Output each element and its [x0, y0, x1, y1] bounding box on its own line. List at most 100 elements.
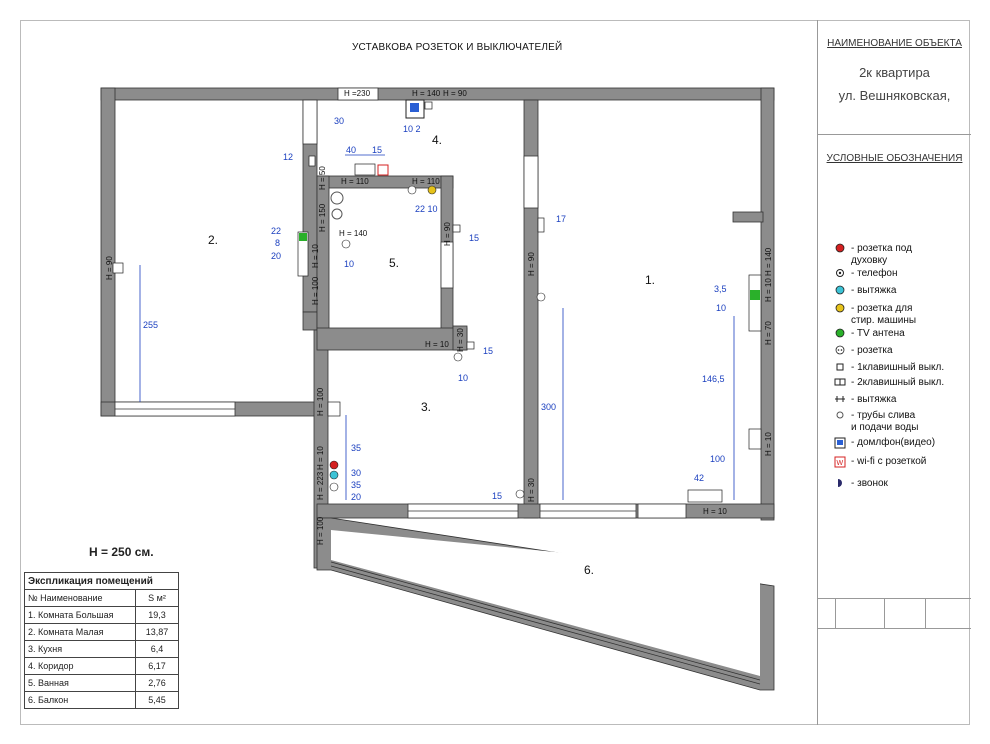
dim-label: 146,5 — [702, 374, 725, 384]
divider — [818, 134, 971, 135]
dim-label: 30 — [334, 116, 344, 126]
door-opening — [523, 155, 539, 209]
dim-label: 17 — [556, 214, 566, 224]
height-label: H =230 — [344, 89, 371, 98]
height-label: H = 30 — [456, 328, 465, 352]
height-label: H = 110 — [412, 177, 440, 186]
legend-item: - звонок — [833, 478, 888, 492]
bell-icon — [833, 478, 847, 492]
hood-duct-icon — [833, 394, 847, 408]
socket-icon — [833, 345, 847, 359]
dim-label: 12 — [283, 152, 293, 162]
dim-label: 22 10 — [415, 204, 438, 214]
legend-header: УСЛОВНЫЕ ОБОЗНАЧЕНИЯ — [826, 153, 963, 164]
oven-socket-icon — [833, 243, 847, 257]
divider — [818, 598, 971, 599]
height-label: H = 90 — [443, 89, 467, 98]
height-label: H = 100 — [316, 387, 325, 416]
height-label: H = 10 H = 140 — [764, 247, 773, 302]
room-label-2: 2. — [208, 233, 219, 247]
table-title: Экспликация помещений — [24, 572, 179, 590]
balcony-floor — [331, 530, 760, 676]
wifi-icon: W — [833, 456, 847, 472]
table-header: S м² — [135, 589, 179, 607]
height-label: H = 10 — [425, 340, 449, 349]
dim-label: 22 — [271, 226, 281, 236]
dim-label: 15 — [469, 233, 479, 243]
washer-socket-icon — [833, 303, 847, 317]
height-label: H = 10 — [703, 507, 727, 516]
switch-1-icon — [833, 362, 847, 376]
table-header: № Наименование — [24, 589, 136, 607]
legend-item: - розетка для стир. машины — [833, 303, 916, 327]
room-label-1: 1. — [645, 273, 656, 287]
dim-label: 10 — [716, 303, 726, 313]
legend-item: - 1клавишный выкл. — [833, 362, 944, 376]
drawing-frame — [20, 20, 970, 725]
dimension-lines — [139, 154, 735, 500]
divider — [818, 628, 971, 629]
legend-item: - трубы слива и подачи воды — [833, 410, 918, 434]
dim-label: 15 — [492, 491, 502, 501]
height-label: H = 90 — [527, 252, 536, 276]
dim-label: 15 — [483, 346, 493, 356]
sheet-title: УСТАВКОВА РОЗЕТОК И ВЫКЛЮЧАТЕЛЕЙ — [352, 42, 563, 53]
switch-2-icon — [833, 377, 847, 391]
door-opening — [440, 241, 454, 289]
door-opening — [302, 99, 318, 145]
balcony-rail — [330, 561, 761, 681]
height-label: H = 100 — [311, 276, 320, 305]
dim-label: 35 — [351, 480, 361, 490]
object-header: НАИМЕНОВАНИЕ ОБЪЕКТА — [827, 38, 962, 49]
dim-label: 300 — [541, 402, 556, 412]
door-opening — [337, 87, 379, 101]
title-block: НАИМЕНОВАНИЕ ОБЪЕКТА 2к квартира ул. Веш… — [817, 20, 971, 725]
grid-line — [835, 598, 836, 628]
explication-table: Экспликация помещений № Наименование S м… — [24, 572, 179, 709]
phone-icon — [833, 268, 847, 282]
height-label: H = 110 — [341, 177, 369, 186]
dim-label: 8 — [275, 238, 280, 248]
dim-label: 30 — [351, 468, 361, 478]
pipe-icon — [833, 410, 847, 424]
intercom-icon — [833, 437, 847, 453]
height-label: H = 140 — [339, 229, 368, 238]
wall — [100, 87, 116, 417]
height-label: H = 70 — [764, 321, 773, 345]
dim-label: 15 — [372, 145, 382, 155]
height-label: H = 30 — [527, 478, 536, 502]
ceiling-height-note: H = 250 см. — [89, 545, 154, 559]
legend-item: - домлфон(видео) — [833, 437, 935, 453]
dim-label: 20 — [351, 492, 361, 502]
sockets — [112, 99, 762, 503]
height-label: H = 150 — [318, 203, 327, 232]
grid-line — [925, 598, 926, 628]
height-label: H = 10 — [311, 244, 320, 268]
hood-socket-icon — [833, 285, 847, 299]
svg-text:W: W — [837, 460, 844, 467]
tv-socket-icon — [833, 328, 847, 342]
legend-item: W - wi-fi с розеткой — [833, 456, 926, 472]
legend-item: - телефон — [833, 268, 898, 282]
legend-item: - вытяжка — [833, 394, 896, 408]
dim-label: 10 — [344, 259, 354, 269]
wall — [302, 311, 318, 331]
door-opening — [637, 503, 687, 519]
height-label: H = 90 — [443, 222, 452, 246]
height-label: H = 100 — [316, 516, 325, 545]
openings — [114, 87, 687, 519]
wall — [732, 211, 764, 223]
height-label: H = 10 — [316, 446, 325, 470]
legend-item: - TV антена — [833, 328, 905, 342]
height-label: H = 223 — [316, 471, 325, 500]
room-label-6: 6. — [584, 563, 595, 577]
room-label-3: 3. — [421, 400, 432, 414]
dim-label: 10 2 — [403, 124, 421, 134]
